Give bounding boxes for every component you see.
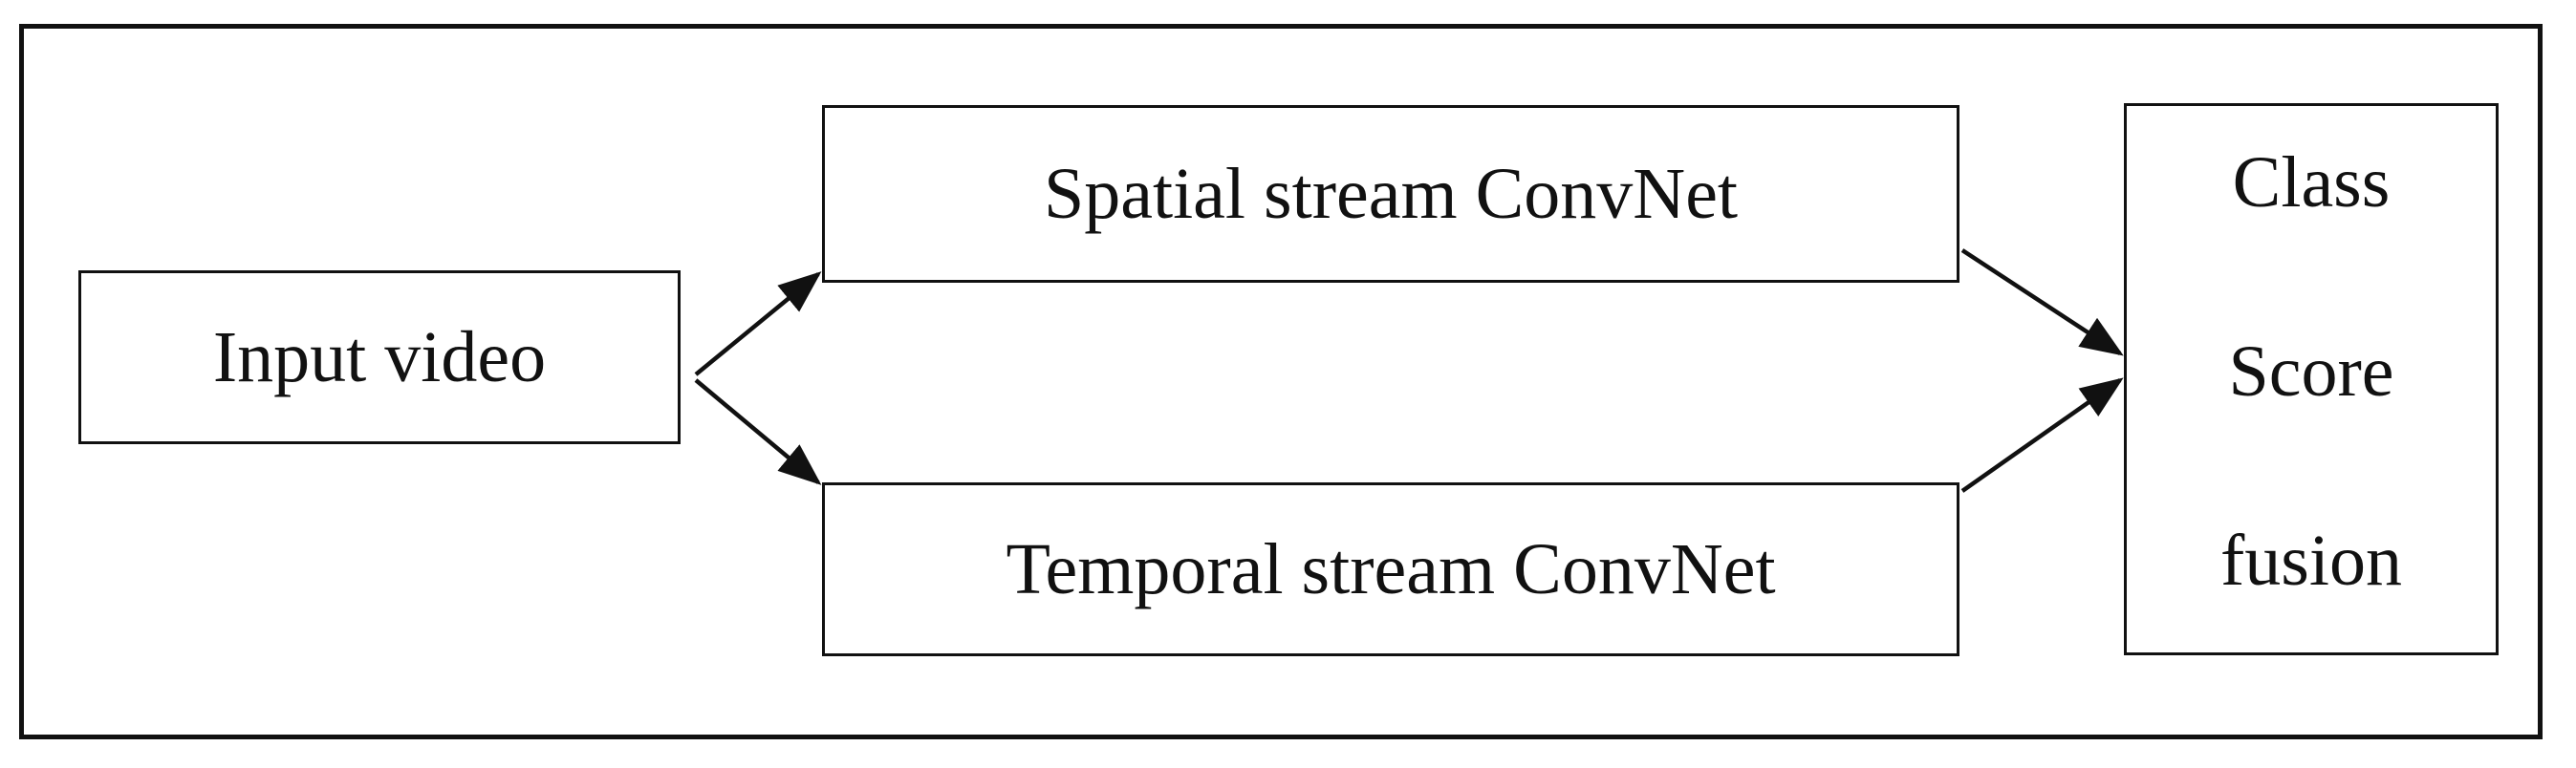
fusion-label-line-1: Class	[2232, 142, 2391, 223]
class-score-fusion-box: Class Score fusion	[2124, 103, 2499, 655]
arrow-input-to-temporal	[694, 378, 822, 485]
temporal-stream-label: Temporal stream ConvNet	[1006, 529, 1776, 609]
arrow-spatial-to-fusion	[1960, 248, 2124, 356]
arrow-input-to-spatial	[694, 271, 822, 376]
input-video-box: Input video	[78, 270, 681, 444]
spatial-stream-box: Spatial stream ConvNet	[822, 105, 1959, 283]
fusion-label-line-2: Score	[2228, 331, 2394, 412]
fusion-label-line-3: fusion	[2220, 521, 2402, 601]
diagram-frame	[19, 24, 2543, 739]
arrow-temporal-to-fusion	[1960, 377, 2124, 493]
spatial-stream-label: Spatial stream ConvNet	[1043, 154, 1739, 234]
input-video-label: Input video	[212, 317, 547, 397]
temporal-stream-box: Temporal stream ConvNet	[822, 482, 1959, 656]
